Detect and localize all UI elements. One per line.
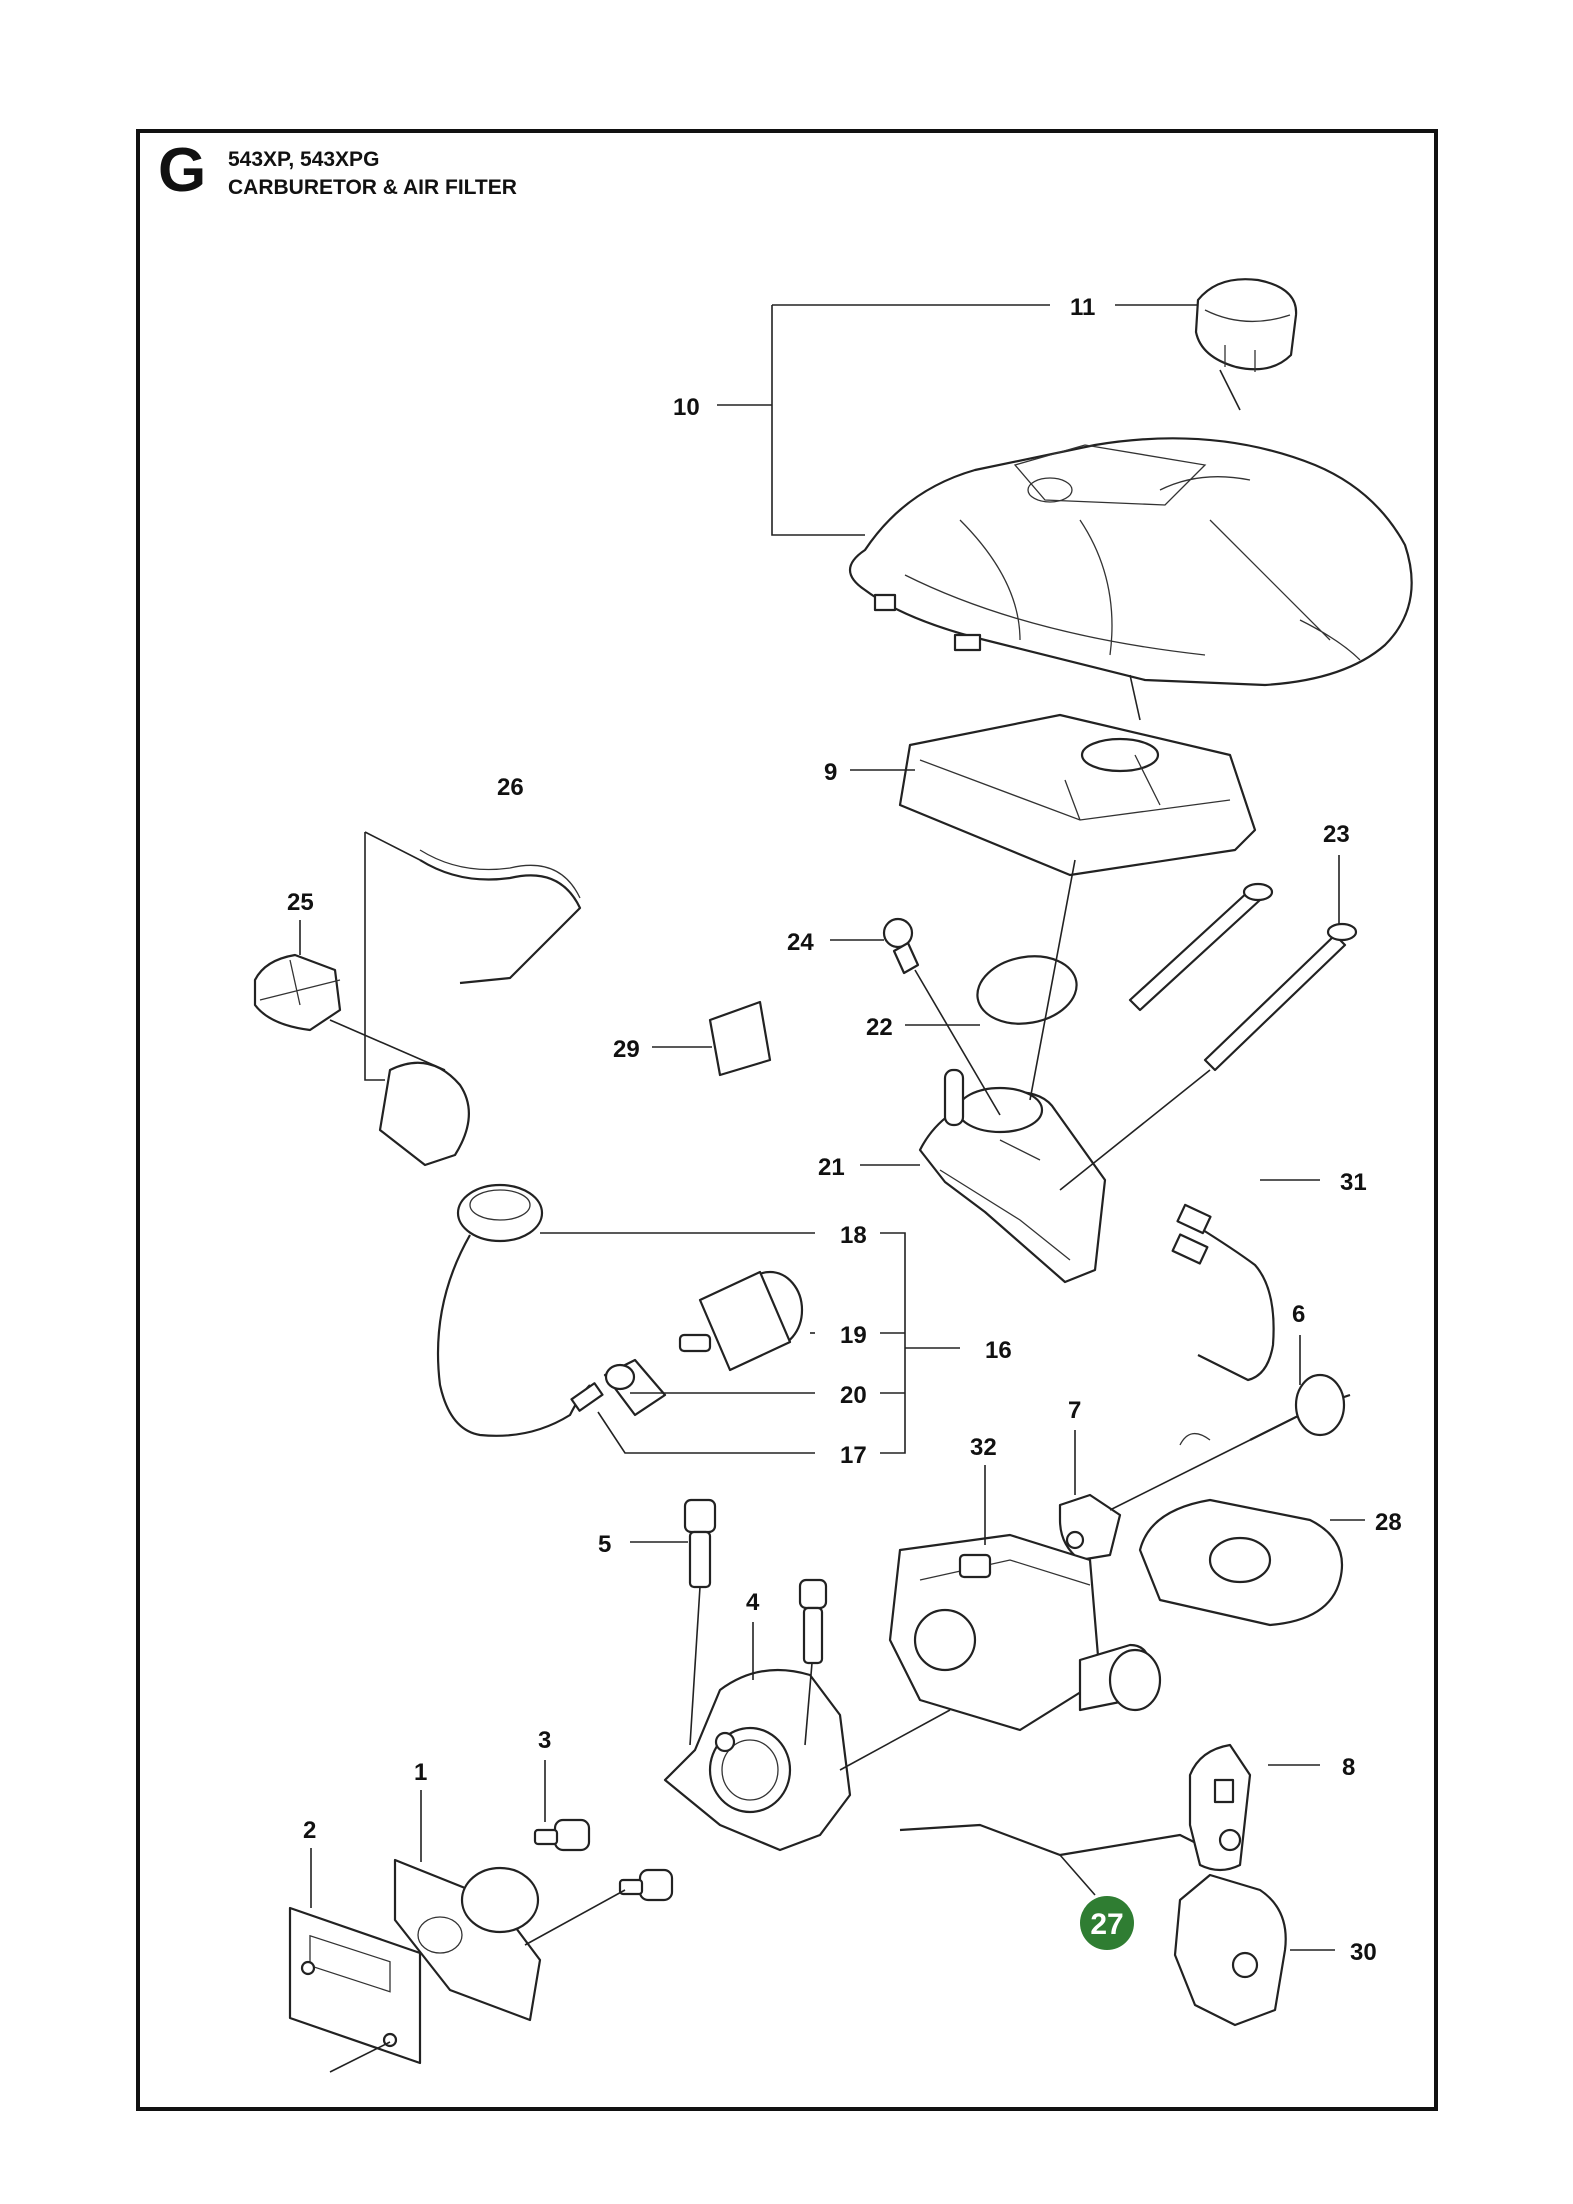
part-4-carb-mount[interactable] bbox=[663, 1668, 852, 1852]
label-16: 16 bbox=[985, 1337, 1012, 1364]
label-30: 30 bbox=[1350, 1939, 1377, 1966]
label-29: 29 bbox=[613, 1036, 640, 1063]
part-11-cap-knob[interactable] bbox=[1194, 278, 1298, 372]
part-6-throttle-rod[interactable] bbox=[1179, 1373, 1351, 1446]
label-28: 28 bbox=[1375, 1509, 1402, 1536]
part-28-deflector[interactable] bbox=[1138, 1498, 1344, 1627]
label-11: 11 bbox=[1070, 294, 1095, 321]
label-22: 22 bbox=[866, 1014, 893, 1041]
label-25: 25 bbox=[287, 889, 314, 916]
section-letter: G bbox=[158, 136, 207, 205]
label-5: 5 bbox=[598, 1531, 611, 1558]
label-17: 17 bbox=[840, 1442, 867, 1469]
part-24-screw[interactable] bbox=[882, 917, 920, 975]
part-20-weight[interactable] bbox=[603, 1358, 667, 1417]
label-27: 27 bbox=[1090, 1908, 1123, 1941]
label-2: 2 bbox=[303, 1817, 316, 1844]
label-4: 4 bbox=[746, 1589, 760, 1616]
highlight-27[interactable]: 27 bbox=[1080, 1896, 1134, 1950]
label-1: 1 bbox=[414, 1759, 427, 1786]
part-10-top-cover[interactable] bbox=[848, 437, 1413, 687]
part-18-grommet[interactable] bbox=[378, 1061, 544, 1243]
part-26-hose[interactable] bbox=[419, 849, 582, 985]
label-24: 24 bbox=[787, 929, 814, 956]
label-9: 9 bbox=[824, 759, 837, 786]
part-2-gasket[interactable] bbox=[288, 1906, 422, 2065]
label-31: 31 bbox=[1340, 1169, 1367, 1196]
part-27-link-rod[interactable] bbox=[899, 1823, 1201, 1857]
label-10: 10 bbox=[673, 394, 700, 421]
model-numbers: 543XP, 543XPG bbox=[228, 148, 380, 171]
leader-lines bbox=[299, 304, 1365, 2073]
label-7: 7 bbox=[1068, 1397, 1081, 1424]
part-23-bolts[interactable] bbox=[1128, 882, 1358, 1072]
part-9-air-filter[interactable] bbox=[898, 713, 1257, 877]
part-22-o-ring[interactable] bbox=[972, 949, 1082, 1031]
part-32-carburetor[interactable] bbox=[888, 1533, 1162, 1732]
label-21: 21 bbox=[818, 1154, 845, 1181]
section-title: CARBURETOR & AIR FILTER bbox=[228, 176, 517, 199]
part-31-hose[interactable] bbox=[1171, 1203, 1275, 1382]
label-23: 23 bbox=[1323, 821, 1350, 848]
part-5-bolt[interactable] bbox=[683, 1498, 717, 1589]
part-7-cap[interactable] bbox=[1058, 1493, 1122, 1562]
part-17-fuel-line[interactable] bbox=[436, 1234, 604, 1437]
label-3: 3 bbox=[538, 1727, 551, 1754]
label-8: 8 bbox=[1342, 1754, 1355, 1781]
part-21-intake-bracket[interactable] bbox=[918, 1068, 1107, 1284]
label-20: 20 bbox=[840, 1382, 867, 1409]
label-32: 32 bbox=[970, 1434, 997, 1461]
diagram-frame bbox=[136, 129, 1438, 2111]
part-25-primer[interactable] bbox=[253, 953, 342, 1032]
part-4-bolt[interactable] bbox=[798, 1578, 828, 1665]
part-1-intake[interactable] bbox=[393, 1858, 542, 2022]
label-18: 18 bbox=[840, 1222, 867, 1249]
label-19: 19 bbox=[840, 1322, 867, 1349]
part-19-fuel-filter[interactable] bbox=[678, 1270, 804, 1372]
part-3-screws[interactable] bbox=[533, 1818, 674, 1902]
label-26: 26 bbox=[497, 774, 524, 801]
label-6: 6 bbox=[1292, 1301, 1305, 1328]
part-29-pad[interactable] bbox=[708, 1000, 772, 1077]
part-30-cover[interactable] bbox=[1173, 1873, 1287, 2027]
part-8-choke[interactable] bbox=[1188, 1743, 1252, 1872]
